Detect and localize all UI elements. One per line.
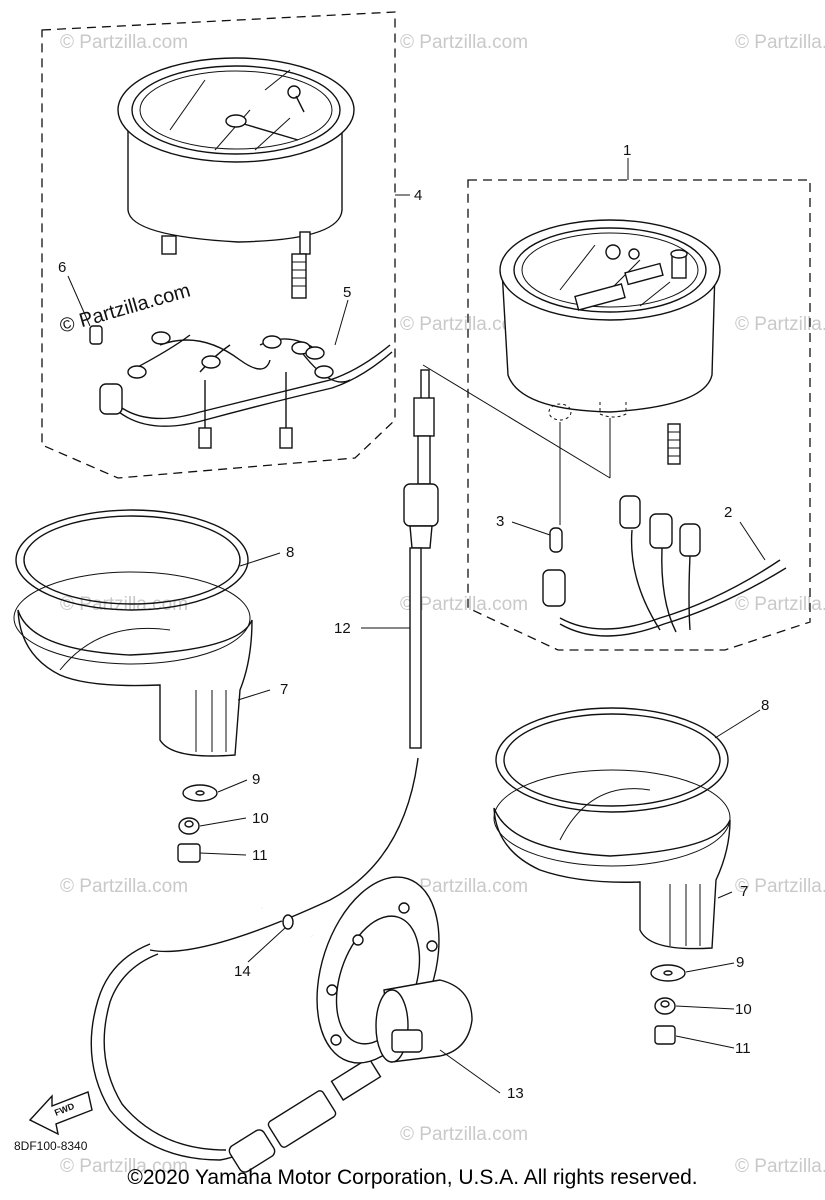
fasteners-right [650,964,686,1045]
callout-7-right: 7 [740,883,748,900]
watermark: © Partzilla.com [735,314,825,335]
callout-5: 5 [343,284,351,301]
callout-4: 4 [414,187,422,204]
watermark: © Partzilla.com [60,1156,188,1177]
callout-14: 14 [234,963,251,980]
callout-9-right: 9 [736,954,744,971]
diagram-code: 8DF100-8340 [14,1139,88,1153]
bulb-3 [549,527,563,553]
watermark: © Partzilla.com [735,876,825,897]
callout-11-right: 11 [735,1040,751,1057]
callout-labels: 1 2 3 4 5 6 7 7 8 8 9 9 10 10 11 11 12 1… [58,142,769,1102]
callout-1: 1 [623,142,631,159]
meter-assembly-4 [117,57,355,299]
speedometer-cable-lower [90,943,382,1173]
watermark: © Partzilla.com [735,32,825,53]
watermark: © Partzilla.com [400,876,528,897]
meter-assembly-1 [499,219,721,465]
bulb-6 [89,325,103,345]
watermark: © Partzilla.com [735,1156,825,1177]
fwd-arrow-icon: FWD [28,1091,93,1136]
watermarks: © Partzilla.com © Partzilla.com © Partzi… [60,32,825,1177]
assembly-1-dashed-box [467,179,811,651]
fasteners-left [177,784,218,863]
callout-3: 3 [496,513,504,530]
leader-line [422,364,611,479]
watermark: © Partzilla.com [735,594,825,615]
wiring-harness-2 [542,495,787,637]
partzilla-label: © Partzilla.com [57,280,193,338]
mount-bracket-left [13,509,253,757]
callout-9-left: 9 [252,771,260,788]
watermark: © Partzilla.com [400,594,528,615]
callout-2: 2 [724,504,732,521]
callout-6: 6 [58,259,66,276]
copyright-notice: ©2020 Yamaha Motor Corporation, U.S.A. A… [127,1166,698,1189]
mount-bracket-right [493,707,731,950]
watermark: © Partzilla.com [400,32,528,53]
callout-13: 13 [507,1085,524,1102]
pin-14 [261,906,313,938]
speedometer-cable-12 [149,369,439,953]
watermark: © Partzilla.com [60,876,188,897]
watermark: © Partzilla.com [60,32,188,53]
callout-10-right: 10 [735,1001,752,1018]
callout-10-left: 10 [252,810,269,827]
callout-8-right: 8 [761,697,769,714]
callout-11-left: 11 [252,847,268,864]
watermark: © Partzilla.com [400,1124,528,1145]
watermark: © Partzilla.com [400,314,528,335]
assembly-4-dashed-box [41,11,396,479]
callout-8-left: 8 [286,544,294,561]
drive-unit-13 [316,876,473,1064]
callout-leaders [67,158,766,1094]
callout-12: 12 [334,620,351,637]
wiring-harness-5 [99,331,393,449]
callout-7-left: 7 [280,681,288,698]
